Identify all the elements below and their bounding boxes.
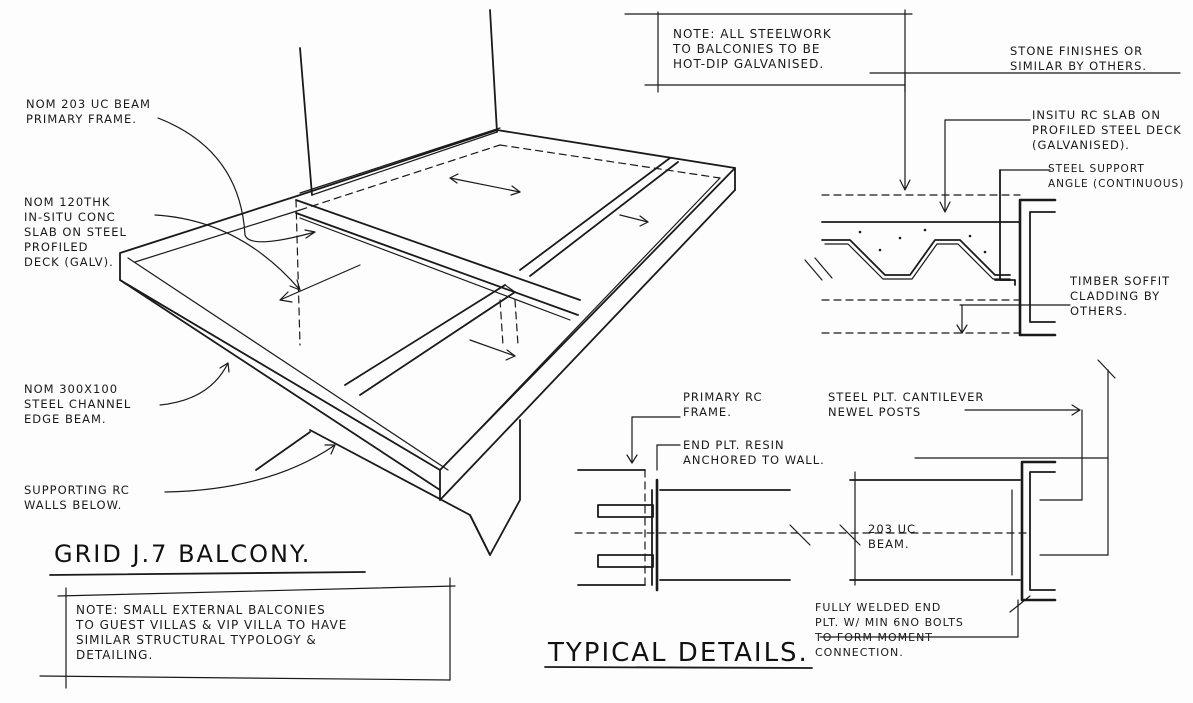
label-slab: Nom 120thk in-situ conc slab on steel pr…	[24, 195, 127, 269]
label-fully-welded: Fully welded end plt. w/ min 6no bolts t…	[815, 601, 964, 659]
balcony-isometric	[119, 9, 736, 556]
label-primary-rc-frame: Primary RC frame.	[683, 390, 763, 419]
label-primary-frame: Nom 203 UC beam primary frame.	[26, 97, 151, 126]
label-note-galvanised: Note: All steelwork to balconies to be h…	[673, 27, 832, 71]
label-end-plate: End plt. resin anchored to wall.	[683, 438, 825, 467]
label-supporting-walls: Supporting RC walls below.	[24, 483, 130, 512]
title-grid-balcony: Grid J.7 Balcony.	[54, 540, 312, 568]
note-box-bottom	[39, 577, 456, 689]
label-support-angle: Steel support angle (continuous)	[1048, 163, 1185, 190]
label-stone-finishes: Stone finishes or similar by others.	[1010, 44, 1148, 73]
title-underline-balcony	[49, 571, 366, 576]
label-insitu-slab: Insitu RC slab on profiled steel deck (g…	[1032, 108, 1182, 152]
slab-section-detail	[804, 72, 1181, 337]
label-edge-beam: Nom 300x100 steel channel edge beam.	[24, 382, 132, 426]
title-typical-details: Typical Details.	[548, 638, 809, 668]
isometric-leaders	[154, 117, 336, 493]
label-newel-posts: Steel plt. cantilever newel posts	[828, 390, 985, 419]
title-underline-details	[544, 666, 813, 669]
label-timber-soffit: Timber soffit cladding by others.	[1070, 274, 1171, 318]
label-note-small-balconies: Note: Small external balconies to guest …	[76, 603, 348, 662]
label-beam-203: 203 UC beam.	[868, 522, 917, 551]
connection-detail	[574, 359, 1116, 638]
